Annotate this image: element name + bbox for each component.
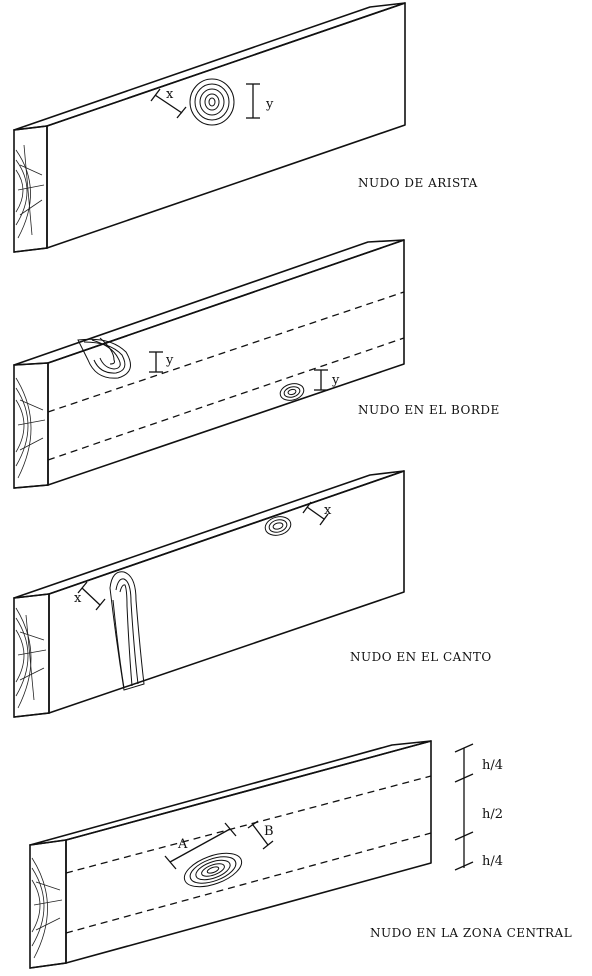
- knot-canto-edge: [109, 571, 145, 691]
- label-h-quarter-bottom: h/4: [482, 854, 503, 869]
- end-grain-1: [15, 144, 45, 239]
- knot-central: [183, 852, 243, 888]
- caption-nudo-en-el-borde: NUDO EN EL BORDE: [358, 403, 500, 417]
- dimension-y1-borde: y: [149, 351, 174, 373]
- dimension-b-central: B: [247, 820, 274, 850]
- dimension-a-central: A: [164, 822, 237, 870]
- label-h-half: h/2: [482, 807, 503, 822]
- label-y: y: [265, 97, 274, 112]
- label-x: x: [166, 87, 174, 102]
- caption-nudo-en-la-zona-central: NUDO EN LA ZONA CENTRAL: [370, 926, 572, 940]
- caption-nudo-de-arista: NUDO DE ARISTA: [358, 176, 478, 190]
- zone-line-top: [47, 291, 405, 413]
- label-y: y: [165, 353, 174, 368]
- figure-nudo-en-el-borde: y y NUDO EN EL BORDE: [13, 239, 500, 489]
- beam-2: [13, 239, 405, 489]
- knot-canto-face: [264, 516, 292, 536]
- figure-nudo-en-la-zona-central: A B h/4 h/2 h/4 NUDO EN LA ZONA CENTRAL: [29, 740, 572, 969]
- label-h-quarter-top: h/4: [482, 758, 503, 773]
- beam-3: [13, 470, 405, 718]
- zone-line-bottom: [65, 832, 432, 934]
- knot-borde-face: [279, 383, 305, 401]
- zone-line-top: [65, 775, 432, 874]
- dimension-y2-borde: y: [314, 369, 340, 391]
- zone-line-bottom: [47, 337, 405, 461]
- label-a: A: [177, 837, 188, 852]
- dimension-x-arista: x: [150, 87, 187, 119]
- label-x: x: [74, 591, 82, 606]
- dimension-x2-canto: x: [302, 501, 332, 526]
- label-x: x: [324, 503, 332, 518]
- end-grain-3: [15, 607, 47, 709]
- end-grain-2: [15, 377, 46, 479]
- figure-nudo-en-el-canto: x x NUDO EN EL CANTO: [13, 470, 492, 718]
- dimension-x1-canto: x: [74, 581, 106, 611]
- label-y: y: [331, 373, 340, 388]
- beam-1: [13, 2, 406, 253]
- end-grain-4: [31, 857, 63, 959]
- zone-dimension-h: h/4 h/2 h/4: [454, 743, 503, 871]
- figure-nudo-de-arista: x y NUDO DE ARISTA: [13, 2, 478, 253]
- knot-borde-edge: [77, 337, 131, 379]
- beam-4: [29, 740, 432, 969]
- caption-nudo-en-el-canto: NUDO EN EL CANTO: [350, 650, 492, 664]
- knot-arista: [189, 78, 235, 126]
- label-b: B: [264, 824, 274, 839]
- dimension-y-arista: y: [246, 83, 274, 119]
